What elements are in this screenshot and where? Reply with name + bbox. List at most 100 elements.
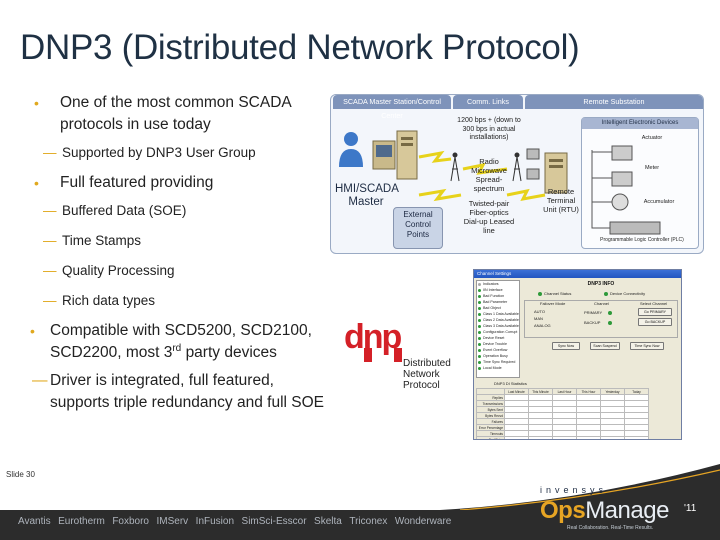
ied-panel: Intelligent Electronic Devices Actuator … xyxy=(581,117,699,249)
table-row: Error Percentage xyxy=(476,424,649,431)
invensys-logo: invensys xyxy=(540,485,608,495)
time-sync-button[interactable]: Time Sync Now xyxy=(630,342,664,350)
indicator-item: Indicators xyxy=(477,281,519,287)
device-connectivity-label: Device Connectivity xyxy=(610,291,646,296)
table-row: Transmissions xyxy=(476,400,649,407)
brand-name: InFusion xyxy=(195,516,235,527)
bullet-dot-icon: • xyxy=(30,323,35,339)
dnp-logo-mark: dnp xyxy=(344,318,404,362)
brand-name: Skelta xyxy=(314,516,342,527)
actuator-icon xyxy=(611,145,633,161)
indicator-item: Event Overflow xyxy=(477,347,519,353)
mode-man-radio[interactable]: MAN xyxy=(534,316,543,321)
operator-icon xyxy=(339,132,363,167)
opsmanage-tagline: Real Collaboration. Real-Time Results. xyxy=(567,525,654,531)
stats-cell xyxy=(528,436,553,439)
brand-name: Eurotherm xyxy=(58,516,105,527)
logo-caption: Distributed Network Protocol xyxy=(403,358,451,391)
scan-suspend-button[interactable]: Scan Suspend xyxy=(590,342,620,350)
link-bolt-icon xyxy=(462,162,508,175)
link-bolt-icon xyxy=(506,188,546,202)
go-backup-button[interactable]: Go BACKUP xyxy=(638,318,672,326)
bps-note: 1200 bps + (down to 300 bps in actual in… xyxy=(457,117,521,141)
brand-name: Avantis xyxy=(18,516,51,527)
workstation-icon xyxy=(372,130,418,180)
rtu-label: Remote Terminal Unit (RTU) xyxy=(543,187,579,214)
mode-auto-radio[interactable]: AUTO xyxy=(534,309,546,314)
logo-wordmark: dnp xyxy=(344,318,402,356)
links-wireless: Radio Microwave Spread-spectrum xyxy=(471,157,507,193)
indicator-item: Bad Object xyxy=(477,305,519,311)
go-primary-button[interactable]: Go PRIMARY xyxy=(638,308,672,316)
backup-label: BACKUP xyxy=(584,320,601,325)
dialog-titlebar: Channel Settings xyxy=(474,270,681,278)
sync-now-button[interactable]: Sync Now xyxy=(552,342,580,350)
dash-icon: — xyxy=(43,233,57,248)
actuator-label: Actuator xyxy=(641,135,663,141)
select-channel-header: Select Channel xyxy=(640,301,668,306)
bullet-featured: • Full featured providing xyxy=(28,172,328,194)
stats-cell xyxy=(600,436,625,439)
sub-bullet-feature: — Buffered Data (SOE) xyxy=(28,200,328,222)
hmi-label: HMI/SCADA Master xyxy=(335,183,399,208)
status-lamp-icon xyxy=(604,292,608,296)
external-control-points: External Control Points xyxy=(393,207,443,249)
accumulator-label: Accumulator xyxy=(643,199,675,205)
plc-icon xyxy=(609,221,661,235)
opsmanage-logo: OpsManage xyxy=(540,497,669,524)
bullet-driver: — Driver is integrated, full featured, s… xyxy=(32,372,324,411)
slide-number: Slide 30 xyxy=(6,470,35,479)
sub-bullet-feature: — Quality Processing xyxy=(28,260,328,282)
brand-name: SimSci-Esscor xyxy=(241,516,307,527)
opsmanage-version: '11 xyxy=(684,503,697,514)
brand-name: Wonderware xyxy=(394,516,452,527)
dash-icon: — xyxy=(43,293,57,308)
indicator-item: Bad Function xyxy=(477,293,519,299)
primary-label: PRIMARY xyxy=(584,310,603,315)
indicator-item: Device Reset xyxy=(477,335,519,341)
stats-row-label: Bad Retry xyxy=(476,436,505,439)
brand-name: IMServ xyxy=(156,516,189,527)
stats-cell xyxy=(624,436,649,439)
stats-title: DNP3 DI Statistics xyxy=(494,381,527,386)
plc-label: Programmable Logic Controller (PLC) xyxy=(600,237,684,243)
mode-analog-radio[interactable]: ANALOG xyxy=(534,323,551,328)
channel-status-label: Channel Status xyxy=(544,291,572,296)
backup-lamp-icon xyxy=(608,321,612,325)
accumulator-icon xyxy=(611,193,629,211)
bullet-list: • One of the most common SCADA protocols… xyxy=(28,92,328,420)
indicator-item: Device Trouble xyxy=(477,341,519,347)
header-master-station: SCADA Master Station/Control Center xyxy=(333,95,451,120)
scada-diagram: SCADA Master Station/Control Center Comm… xyxy=(330,94,704,254)
brand-name: Triconex xyxy=(349,516,388,527)
equipment-icon xyxy=(526,148,540,180)
primary-lamp-icon xyxy=(608,311,612,315)
bullet-common: • One of the most common SCADA protocols… xyxy=(34,94,291,133)
stats-cell xyxy=(552,436,577,439)
dialog-main: DNP3 INFO Channel Status Device Connecti… xyxy=(522,280,680,378)
failover-header: Failover Mode xyxy=(540,301,566,306)
dialog-header: DNP3 INFO xyxy=(587,281,615,287)
link-bolt-icon xyxy=(418,188,462,202)
indicator-item: Class 1 Data Available xyxy=(477,311,519,317)
sub-bullet-feature: — Time Stamps xyxy=(28,230,328,252)
channel-group xyxy=(524,300,678,338)
ied-title: Intelligent Electronic Devices xyxy=(582,118,698,129)
dash-icon: — xyxy=(43,145,57,160)
table-row: Replies xyxy=(476,394,649,401)
indicator-item: Configuration Corrupt xyxy=(477,329,519,335)
sub-bullet-feature: — Rich data types xyxy=(28,290,328,312)
indicator-item: Local Mode xyxy=(477,365,519,371)
links-wired: Twisted-pair Fiber-optics Dial-up Leased… xyxy=(463,199,515,235)
meter-label: Meter xyxy=(644,165,660,171)
meter-icon xyxy=(611,171,633,187)
indicator-item: IIN Interface xyxy=(477,287,519,293)
bullet-compatible: • Compatible with SCD5200, SCD2100, SCD2… xyxy=(30,322,312,361)
footer-swoosh xyxy=(440,464,720,512)
dnp-logo: dnp xyxy=(342,318,442,388)
stats-cell xyxy=(576,436,601,439)
